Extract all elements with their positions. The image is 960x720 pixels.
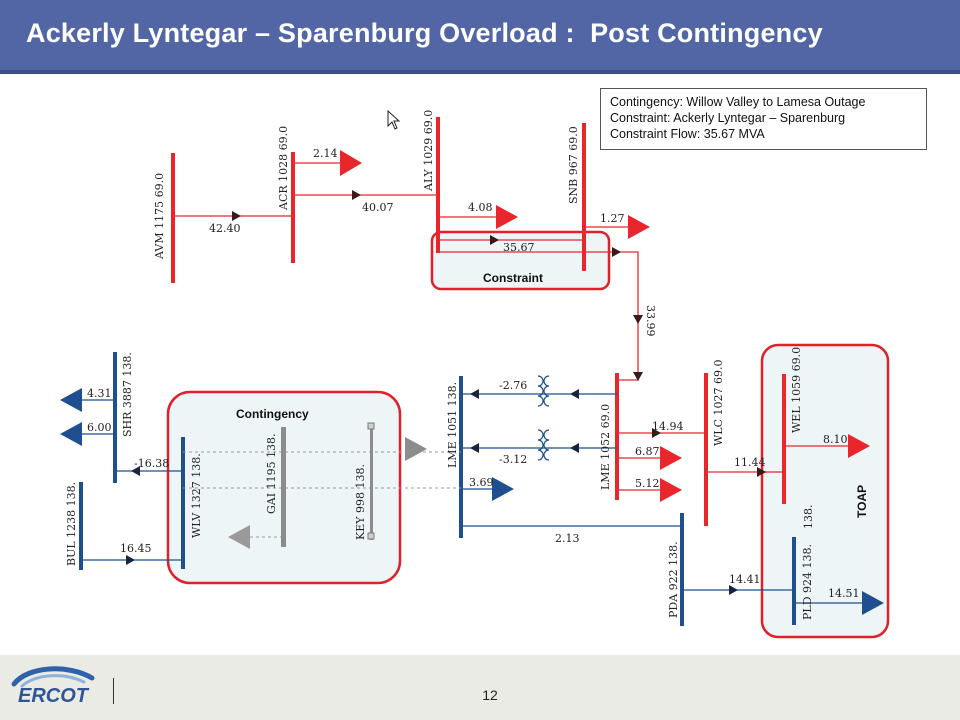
bus-label-acr: ACR 1028 69.0: [277, 126, 290, 211]
title-rule: [0, 70, 960, 74]
flow-label: 33.99: [644, 305, 657, 337]
constraint-zone-label: Constraint: [483, 271, 543, 285]
one-line-diagram: Constraint Contingency TOAP: [60, 109, 890, 639]
bus-label-wlv: WLV 1327 138.: [190, 453, 203, 538]
bus-pda: [680, 513, 684, 626]
flow-label: 3.69: [469, 476, 494, 489]
load-arrow: [496, 205, 518, 229]
bus-avm: [171, 153, 175, 283]
footer-divider: [113, 678, 114, 704]
flow-label: -16.38: [134, 457, 169, 470]
flow-label: 2.13: [555, 532, 580, 545]
info-contingency: Contingency: Willow Valley to Lamesa Out…: [610, 95, 866, 109]
bus-label-bul: BUL 1238 138.: [65, 482, 78, 566]
bus-label-wlc: WLC 1027 69.0: [712, 359, 725, 446]
bus-label-pld: PLD 924 138.: [801, 544, 814, 620]
load-arrow: [628, 215, 650, 239]
load-arrow: [60, 422, 82, 446]
load-arrow: [492, 477, 514, 501]
bus-label-wel: WEL 1059 69.0: [790, 347, 803, 433]
flow-label: 6.00: [87, 421, 112, 434]
flow-label: 14.94: [652, 420, 684, 433]
flow-label: -2.76: [499, 379, 527, 392]
info-flow: Constraint Flow: 35.67 MVA: [610, 127, 765, 141]
bus-label-lme1051: LME 1051 138.: [446, 382, 459, 468]
bus-label-lme1052: LME 1052 69.0: [599, 404, 612, 490]
bus-wel: [782, 374, 786, 504]
flow-label: 1.27: [600, 212, 625, 225]
bus-label-shr: SHR 3887 138.: [121, 352, 134, 437]
bus-label-snb: SNB 967 69.0: [567, 126, 580, 204]
bus-pld: [792, 537, 796, 625]
flow-label: -3.12: [499, 453, 527, 466]
title-bar: Ackerly Lyntegar – Sparenburg Overload :…: [0, 0, 960, 70]
flow-label: 8.10: [823, 433, 848, 446]
load-arrow: [848, 434, 870, 458]
toap-zone-label: TOAP: [855, 485, 869, 518]
flow-label: 16.45: [120, 542, 152, 555]
bus-wlc: [704, 373, 708, 526]
svg-text:ERCOT: ERCOT: [18, 685, 90, 707]
bus-aly: [436, 117, 440, 253]
flow-label: 42.40: [209, 222, 241, 235]
flow-label: 2.14: [313, 147, 338, 160]
flow-label: 5.12: [635, 477, 660, 490]
load-arrow: [660, 446, 682, 470]
ercot-logo: ERCOT: [11, 666, 95, 707]
bus-gai: [281, 427, 286, 547]
outaged-load-arrow: [228, 525, 250, 549]
flow-label: 4.08: [468, 201, 493, 214]
flow-label: 14.51: [828, 587, 860, 600]
page-number: 12: [482, 687, 498, 703]
load-arrow: [340, 150, 362, 176]
bus-label-avm: AVM 1175 69.0: [153, 173, 166, 260]
bus-shr: [113, 352, 117, 483]
bus-lme1052: [615, 373, 619, 500]
bus-snb: [582, 123, 586, 271]
flow-label: 14.41: [729, 573, 761, 586]
contingency-zone-label: Contingency: [236, 407, 309, 421]
outaged-load-arrow: [405, 437, 427, 461]
bus-label-gai: GAI 1195 138.: [265, 433, 278, 514]
flow-label: 35.67: [503, 241, 535, 254]
footer: [0, 655, 960, 720]
constraint-zone: [430, 230, 611, 291]
bus-key: [370, 424, 373, 540]
info-box: Contingency: Willow Valley to Lamesa Out…: [600, 88, 927, 150]
mouse-pointer-icon: [387, 109, 401, 130]
bus-bul: [79, 482, 83, 570]
info-constraint: Constraint: Ackerly Lyntegar – Sparenbur…: [610, 111, 846, 125]
bus-wlv: [181, 437, 185, 569]
bus-label-wel-kv: 138.: [802, 505, 815, 530]
transformer-1: [537, 375, 550, 407]
bus-acr: [291, 152, 295, 263]
flow-label: 11.44: [734, 456, 766, 469]
flow-label: 40.07: [362, 201, 394, 214]
bus-label-pda: PDA 922 138.: [667, 541, 680, 618]
transformer-2: [537, 429, 550, 461]
load-arrow: [660, 478, 682, 502]
bus-label-aly: ALY 1029 69.0: [422, 110, 435, 192]
bus-label-key: KEY 998 138.: [354, 464, 367, 540]
bus-lme1051: [459, 376, 463, 538]
load-arrow: [862, 591, 884, 615]
toap-zone: [760, 343, 890, 639]
flow-label: 4.31: [87, 387, 112, 400]
load-arrow: [60, 388, 82, 412]
slide-title: Ackerly Lyntegar – Sparenburg Overload :…: [26, 18, 823, 48]
flow-label: 6.87: [635, 445, 660, 458]
